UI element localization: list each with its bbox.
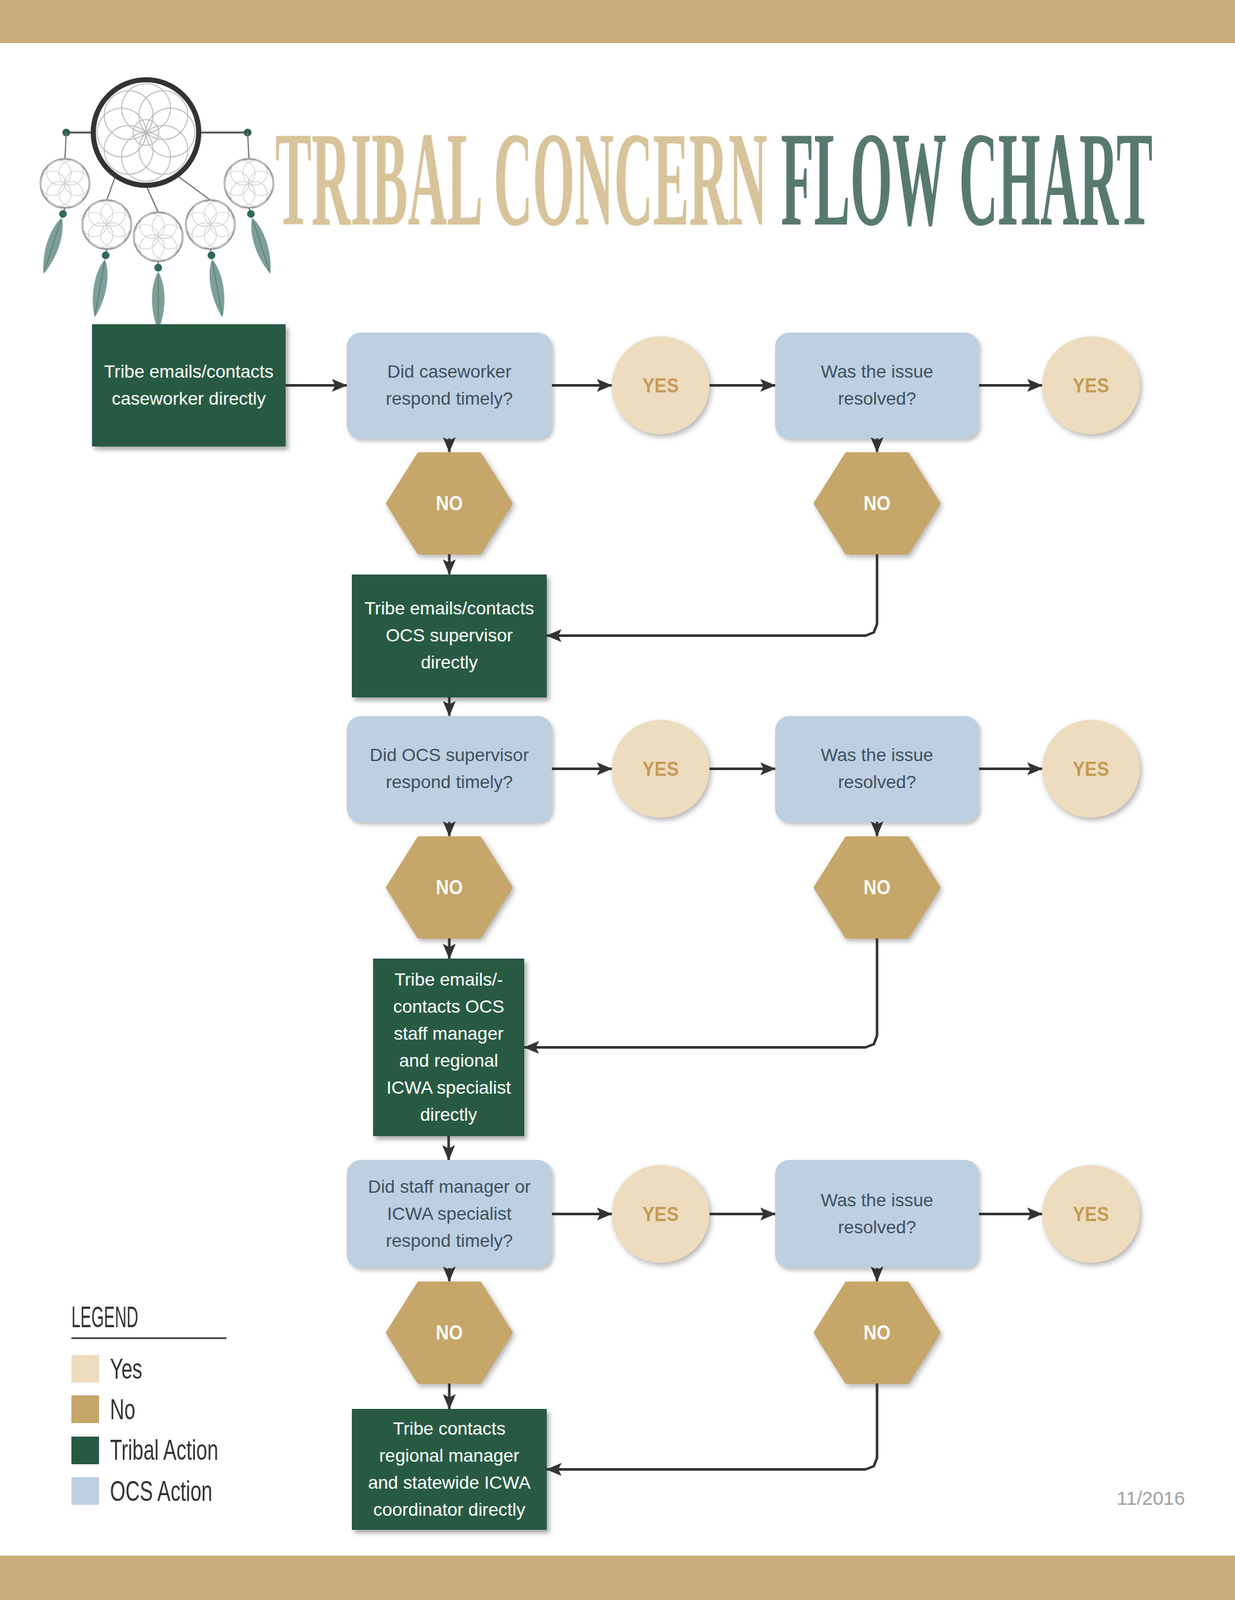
- node-text: Did OCS supervisor respond timely?: [359, 741, 540, 796]
- ocs-question-box: Was the issue resolved?: [775, 332, 979, 439]
- node-text: NO: [393, 1316, 505, 1348]
- flow-arrow: [978, 767, 1043, 770]
- legend-text: Yes: [109, 1354, 143, 1383]
- tribal-action-box: Tribe emails/- contacts OCS staff manage…: [373, 958, 525, 1136]
- yes-circle: YES: [1042, 1164, 1140, 1263]
- no-hexagon: NO: [385, 452, 513, 555]
- title-word: CONCERN: [493, 104, 768, 254]
- dreamcatcher: [37, 79, 276, 331]
- node-text: Did staff manager or ICWA specialist res…: [359, 1173, 540, 1255]
- ocs-question-box: Did caseworker respond timely?: [346, 332, 552, 439]
- no-hexagon: NO: [813, 836, 941, 939]
- yes-circle: YES: [611, 336, 710, 435]
- flow-arrow: [876, 822, 879, 837]
- node-text: Tribe emails/contacts caseworker directl…: [98, 358, 280, 413]
- flow-arrow: [524, 938, 878, 1048]
- node-text: Tribe emails/- contacts OCS staff manage…: [379, 966, 518, 1129]
- node-text: Did caseworker respond timely?: [359, 358, 540, 413]
- flow-arrow: [448, 438, 451, 453]
- node-text: YES: [617, 1198, 704, 1230]
- node-text: Tribe contacts regional manager and stat…: [364, 1415, 534, 1524]
- flow-arrow: [876, 438, 879, 453]
- tribal-action-box: Tribe contacts regional manager and stat…: [351, 1408, 547, 1530]
- flow-arrow: [709, 1212, 776, 1216]
- node-text: YES: [1047, 1198, 1135, 1230]
- node-text: NO: [821, 1316, 933, 1348]
- node-text: YES: [617, 753, 704, 785]
- flow-arrow: [448, 554, 451, 575]
- ocs-question-box: Was the issue resolved?: [775, 1159, 979, 1268]
- legend-swatch: [71, 1436, 100, 1464]
- legend-text: Tribal Action: [109, 1435, 219, 1464]
- flow-arrow: [876, 1267, 879, 1282]
- node-text: NO: [821, 871, 933, 903]
- node-text: NO: [393, 871, 505, 903]
- legend-text: No: [109, 1395, 136, 1424]
- no-hexagon: NO: [385, 836, 513, 939]
- title-word: FLOW: [780, 104, 946, 254]
- flow-arrow: [551, 767, 612, 770]
- flow-arrow: [447, 1135, 451, 1160]
- flow-arrow: [448, 697, 451, 716]
- flow-arrow: [551, 1212, 612, 1216]
- flow-arrow: [551, 384, 612, 387]
- ocs-question-box: Did OCS supervisor respond timely?: [346, 715, 552, 823]
- legend-heading: LEGEND: [71, 1301, 139, 1332]
- chart-title: TRIBAL CONCERN FLOW CHART: [275, 111, 1153, 247]
- title-word: CHART: [959, 104, 1153, 254]
- no-hexagon: NO: [813, 1281, 941, 1384]
- flow-arrow: [709, 767, 776, 770]
- tribal-action-box: Tribe emails/contacts OCS supervisor dir…: [351, 574, 547, 698]
- title-word: TRIBAL: [275, 104, 480, 254]
- flow-arrow: [448, 1383, 451, 1410]
- yes-circle: YES: [1042, 719, 1140, 818]
- flow-arrow: [546, 554, 878, 637]
- node-text: YES: [1047, 369, 1135, 401]
- yes-circle: YES: [611, 1164, 710, 1263]
- legend-swatch: [71, 1354, 100, 1383]
- legend-row: Yes: [71, 1354, 157, 1383]
- node-text: NO: [821, 487, 933, 519]
- ocs-question-box: Was the issue resolved?: [775, 715, 979, 823]
- yes-circle: YES: [1042, 336, 1140, 435]
- ocs-question-box: Did staff manager or ICWA specialist res…: [346, 1159, 552, 1268]
- node-text: NO: [393, 487, 505, 519]
- legend-swatch: [71, 1476, 100, 1505]
- no-hexagon: NO: [385, 1281, 513, 1384]
- legend-row: No: [71, 1395, 147, 1423]
- legend-text: OCS Action: [109, 1476, 213, 1506]
- node-text: Tribe emails/contacts OCS supervisor dir…: [358, 594, 541, 677]
- no-hexagon: NO: [813, 452, 941, 555]
- flow-arrow: [448, 1267, 451, 1282]
- flow-arrow: [448, 822, 451, 837]
- flow-arrow: [285, 384, 347, 387]
- top-band: [0, 0, 1235, 44]
- legend-row: Tribal Action: [71, 1436, 265, 1464]
- bottom-band: [0, 1555, 1235, 1600]
- yes-circle: YES: [611, 719, 710, 818]
- flow-arrow: [448, 938, 451, 960]
- node-text: YES: [1047, 753, 1135, 785]
- node-text: Was the issue resolved?: [787, 1186, 967, 1241]
- legend-swatch: [71, 1395, 100, 1423]
- legend-rule: [71, 1337, 227, 1340]
- date-label: 11/2016: [1116, 1488, 1185, 1508]
- node-text: YES: [617, 369, 704, 401]
- node-text: Was the issue resolved?: [787, 741, 967, 796]
- tribal-action-box: Tribe emails/contacts caseworker directl…: [91, 324, 286, 447]
- flow-arrow: [978, 384, 1043, 387]
- flow-arrow: [709, 384, 776, 387]
- flow-arrow: [978, 1212, 1043, 1216]
- legend-row: OCS Action: [71, 1476, 257, 1505]
- flow-arrow: [546, 1383, 878, 1470]
- node-text: Was the issue resolved?: [787, 358, 967, 413]
